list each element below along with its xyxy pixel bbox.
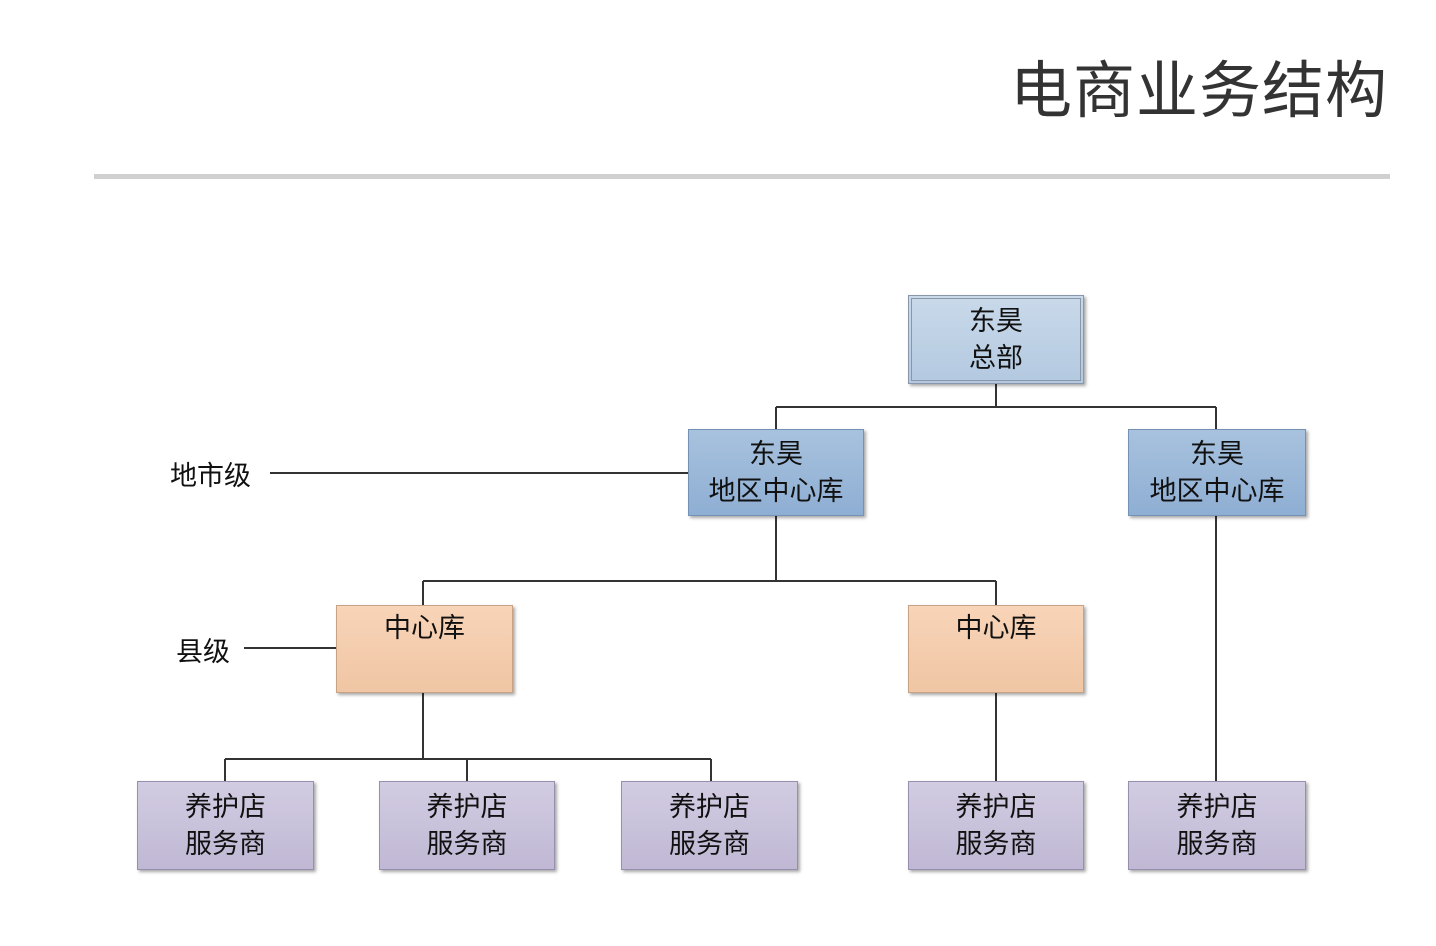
level-label-city: 地市级 [170,461,251,492]
node-county-right-line1: 中心库 [955,613,1037,644]
node-shop-3: 养护店 服务商 [621,781,798,870]
node-shop-5: 养护店 服务商 [1128,781,1306,870]
node-shop-4-line1: 养护店 [955,791,1037,823]
node-region-right: 东昊 地区中心库 [1128,429,1306,516]
node-region-left-line1: 东昊 [749,438,803,470]
page-title: 电商业务结构 [1009,54,1388,127]
node-county-right: 中心库 [908,605,1084,693]
node-shop-2: 养护店 服务商 [379,781,555,870]
connector-county-left-shops [224,693,712,781]
node-shop-4-line2: 服务商 [955,828,1037,860]
node-shop-5-line2: 服务商 [1176,828,1258,860]
node-shop-1: 养护店 服务商 [137,781,314,870]
node-county-left: 中心库 [336,605,513,693]
node-headquarters-line1: 东昊 [969,305,1023,337]
node-shop-3-line1: 养护店 [669,791,750,823]
node-shop-2-line2: 服务商 [426,828,508,860]
node-region-right-line2: 地区中心库 [1149,475,1285,507]
node-shop-4: 养护店 服务商 [908,781,1084,870]
connector-hq-regions [775,384,1217,429]
node-headquarters-line2: 总部 [969,342,1023,374]
node-shop-5-line1: 养护店 [1176,791,1258,823]
node-region-right-line1: 东昊 [1190,438,1244,470]
connector-region-county [422,516,997,605]
node-shop-2-line1: 养护店 [426,791,508,823]
node-shop-3-line2: 服务商 [669,828,750,860]
node-shop-1-line1: 养护店 [185,791,266,823]
node-region-left: 东昊 地区中心库 [688,429,864,516]
node-region-left-line2: 地区中心库 [708,475,844,507]
title-divider [94,174,1390,179]
level-label-county: 县级 [176,637,230,668]
node-shop-1-line2: 服务商 [185,828,266,860]
node-county-left-line1: 中心库 [384,613,465,644]
node-headquarters: 东昊 总部 [908,295,1084,384]
